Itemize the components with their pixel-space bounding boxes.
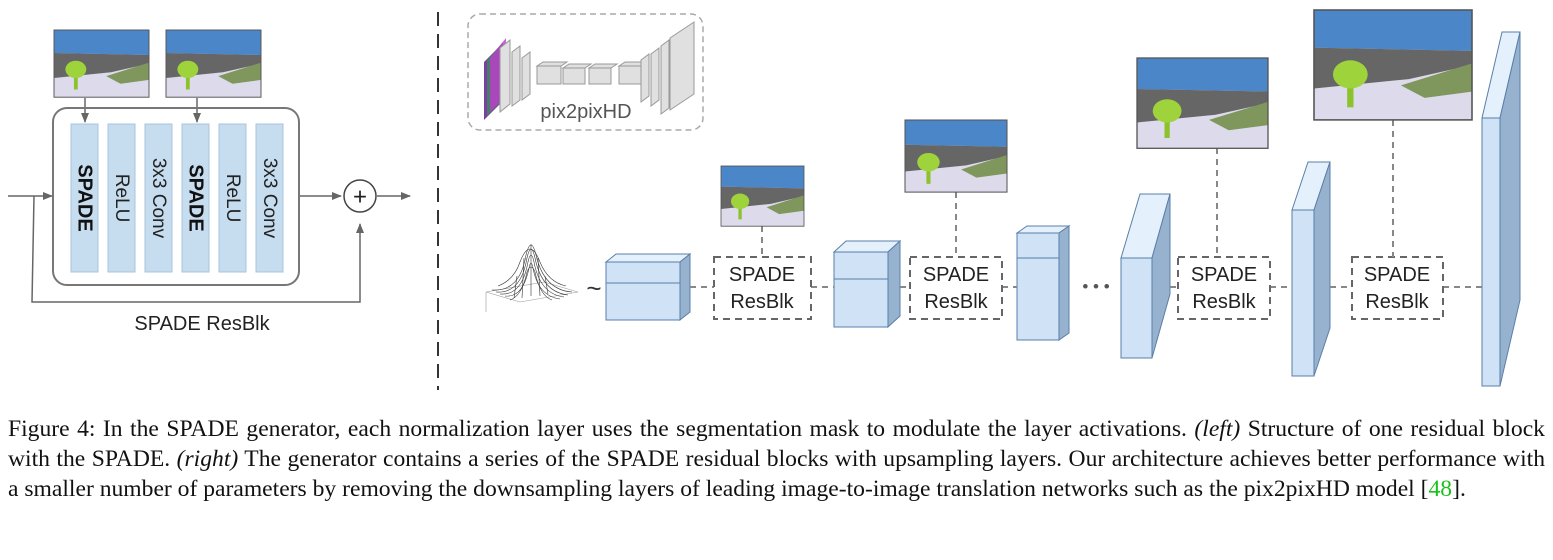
layer-label-conv-2: 3x3 Conv — [259, 158, 280, 239]
spade-resblk-1: SPADE ResBlk — [713, 256, 812, 320]
segmentation-mask-4 — [1313, 9, 1473, 121]
caption-right-tag: (right) — [176, 446, 239, 472]
resblk-container — [52, 107, 300, 286]
segmentation-mask-2 — [904, 119, 1008, 193]
caption-tail: ]. — [1452, 476, 1466, 502]
feature-box-4 — [1120, 193, 1171, 359]
feature-box-1 — [604, 252, 692, 322]
segmentation-mask-input-1 — [53, 29, 150, 98]
spade-resblk-3: SPADE ResBlk — [1177, 256, 1271, 320]
ellipsis: • • • — [1082, 277, 1109, 296]
svg-text:SPADE: SPADE — [1364, 264, 1430, 286]
left-panel: SPADE ReLU 3x3 Conv SPADE ReLU 3x3 Conv … — [8, 29, 411, 335]
caption-left-text: Structure of one residual block with the… — [8, 416, 1545, 472]
feature-box-6 — [1481, 31, 1521, 387]
layer-label-conv-1: 3x3 Conv — [148, 158, 169, 239]
mask-connectors — [761, 120, 1394, 257]
layer-label-relu-1: ReLU — [111, 174, 132, 223]
noise-sample-symbol: ~ — [586, 273, 601, 303]
resblk-layers: SPADE ReLU 3x3 Conv SPADE ReLU 3x3 Conv — [70, 123, 284, 273]
svg-text:ResBlk: ResBlk — [1365, 291, 1429, 313]
resblk-label: SPADE ResBlk — [134, 313, 270, 335]
spade-resblk-4: SPADE ResBlk — [1351, 256, 1444, 320]
gaussian-noise-plot — [485, 244, 579, 312]
sum-symbol: + — [353, 184, 367, 211]
figure-caption: Figure 4: In the SPADE generator, each n… — [8, 414, 1545, 504]
feature-box-2 — [832, 239, 902, 329]
pix2pixhd-inset: pix2pixHD — [467, 13, 704, 131]
segmentation-mask-input-2 — [165, 29, 262, 98]
layer-relu-2 — [218, 123, 247, 273]
layer-label-spade-1: SPADE — [74, 164, 96, 231]
layer-label-relu-2: ReLU — [222, 174, 243, 223]
caption-right-text: The generator contains a series of the S… — [8, 446, 1545, 502]
spade-diagram: SPADE ReLU 3x3 Conv SPADE ReLU 3x3 Conv … — [8, 9, 1521, 390]
svg-text:ResBlk: ResBlk — [924, 291, 988, 313]
layer-label-spade-2: SPADE — [185, 164, 207, 231]
inset-network-layers — [499, 21, 695, 115]
spade-resblk-2: SPADE ResBlk — [909, 256, 1003, 320]
pix2pixhd-box — [467, 13, 704, 131]
layer-relu-1 — [107, 123, 136, 273]
sum-node — [343, 179, 377, 213]
layer-spade-1 — [70, 123, 99, 273]
svg-text:SPADE: SPADE — [1191, 264, 1257, 286]
segmentation-mask-3 — [1136, 57, 1269, 149]
segmentation-mask-1 — [720, 165, 805, 227]
svg-text:SPADE: SPADE — [923, 264, 989, 286]
layer-conv-2 — [255, 123, 284, 273]
svg-text:ResBlk: ResBlk — [1192, 291, 1256, 313]
caption-left-tag: (left) — [1194, 416, 1241, 442]
caption-lead: Figure 4: In the SPADE generator, each n… — [8, 416, 1187, 442]
right-panel: pix2pixHD ~ — [467, 9, 1521, 387]
citation-link[interactable]: 48 — [1428, 476, 1453, 502]
feature-box-3 — [1015, 225, 1071, 341]
layer-spade-2 — [181, 123, 210, 273]
svg-text:SPADE: SPADE — [729, 264, 795, 286]
skip-connection — [31, 195, 364, 303]
layer-conv-1 — [144, 123, 173, 273]
pix2pixhd-label: pix2pixHD — [540, 101, 631, 123]
svg-text:ResBlk: ResBlk — [730, 291, 794, 313]
feature-box-5 — [1291, 161, 1331, 377]
